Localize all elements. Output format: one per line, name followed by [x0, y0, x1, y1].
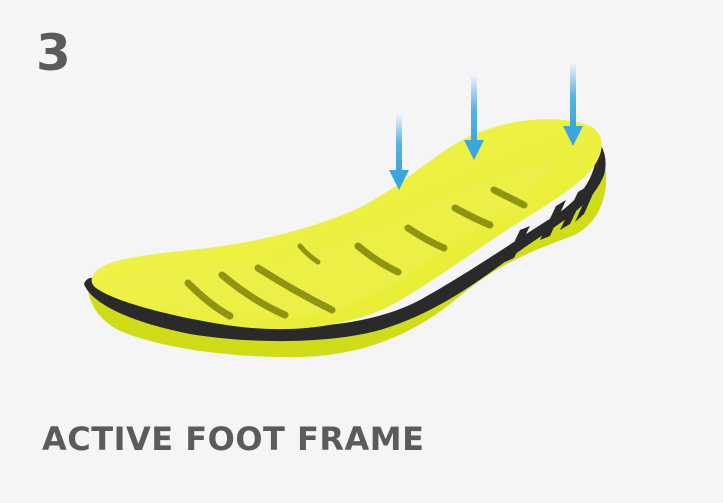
groove: [490, 186, 528, 209]
insole-base: [88, 146, 607, 358]
arrow-down-icon: [389, 115, 409, 190]
groove: [184, 279, 234, 320]
footbed-grooves: [184, 186, 528, 320]
groove: [218, 271, 289, 319]
arrow-down-icon: [563, 64, 583, 146]
frame-stripes: [505, 178, 600, 262]
arrow-down-icon: [464, 76, 484, 160]
pressure-arrows: [389, 64, 583, 190]
groove: [297, 243, 321, 265]
step-number: 3: [36, 24, 71, 82]
groove: [451, 204, 494, 229]
groove: [404, 224, 448, 252]
feature-title: ACTIVE FOOT FRAME: [42, 420, 425, 458]
groove: [254, 264, 336, 314]
groove: [354, 242, 402, 276]
